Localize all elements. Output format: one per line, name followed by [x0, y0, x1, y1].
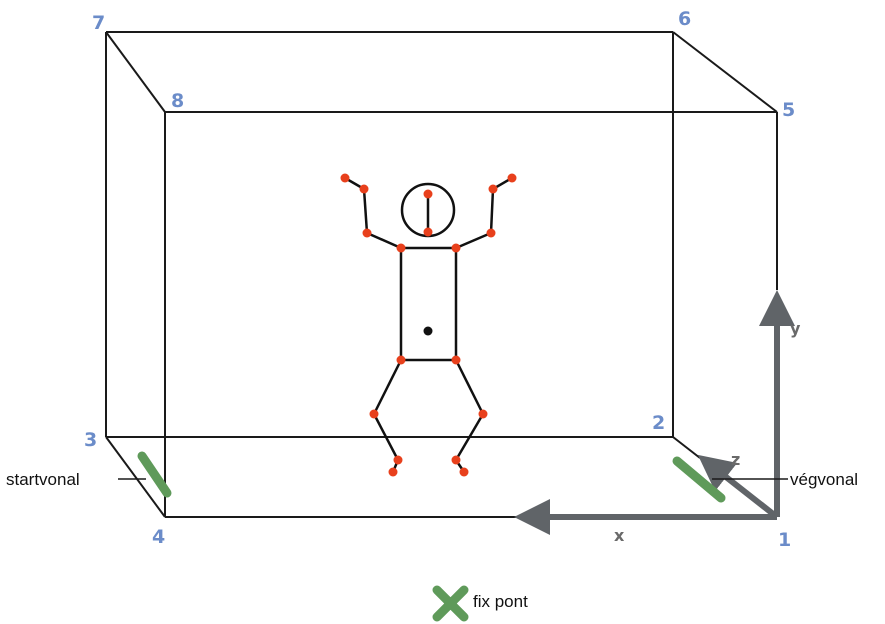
figure-joints [340, 173, 517, 477]
joint-right-shoulder [451, 243, 461, 253]
torso [399, 246, 458, 362]
joint-left-shoulder [396, 243, 406, 253]
corner-5: 5 [782, 99, 795, 121]
axes [514, 290, 795, 535]
left-shin [372, 412, 400, 462]
center-of-mass [423, 326, 433, 336]
corner-1: 1 [778, 529, 791, 551]
left-thigh [372, 358, 403, 416]
finish-line-label: végvonal [790, 470, 858, 489]
y-axis-label: y [790, 319, 801, 338]
joint-right-knee [478, 409, 488, 419]
corner-3: 3 [84, 429, 97, 451]
figure-limbs [343, 176, 514, 474]
right-shin [454, 412, 485, 462]
x-cross-icon [432, 585, 469, 622]
left-upper-arm [365, 231, 403, 250]
edge-7-8 [105, 31, 166, 113]
joint-right-ankle [451, 455, 461, 465]
joint-left-hip [396, 355, 406, 365]
corner-7: 7 [92, 12, 105, 34]
z-axis-arrow [697, 454, 779, 520]
joint-left-hand-tip [340, 173, 350, 183]
edge-6-5 [672, 31, 778, 113]
right-upper-arm [454, 231, 493, 250]
corner-2: 2 [652, 412, 665, 434]
right-forearm [489, 187, 495, 235]
corner-8: 8 [171, 90, 184, 112]
room-box [105, 31, 778, 518]
corner-6: 6 [678, 8, 691, 30]
joint-left-knee [369, 409, 379, 419]
joint-right-hand-tip [507, 173, 517, 183]
joint-head-bottom [423, 227, 433, 237]
edge-3-4 [105, 436, 166, 518]
left-forearm [362, 187, 369, 235]
edge-2-1 [672, 436, 701, 459]
joint-right-hip [451, 355, 461, 365]
finish-line-marker [672, 456, 726, 503]
joint-right-wrist [488, 184, 498, 194]
fixed-point-label: fix pont [473, 592, 528, 611]
joint-right-elbow [486, 228, 496, 238]
joint-left-elbow [362, 228, 372, 238]
joint-left-ankle [393, 455, 403, 465]
start-line-marker [137, 451, 172, 498]
corner-4: 4 [152, 526, 165, 548]
z-axis-label: z [731, 450, 740, 469]
joint-right-toe [459, 467, 469, 477]
stick-figure [340, 173, 517, 477]
joint-left-toe [388, 467, 398, 477]
right-thigh [454, 358, 485, 416]
start-line-label: startvonal [6, 470, 80, 489]
x-axis-label: x [614, 526, 625, 545]
corner-numbers: 1 2 3 4 5 6 7 8 [84, 8, 795, 551]
joint-head-top [423, 189, 433, 199]
legend-fixed-point: fix pont [432, 585, 528, 622]
joint-left-wrist [359, 184, 369, 194]
